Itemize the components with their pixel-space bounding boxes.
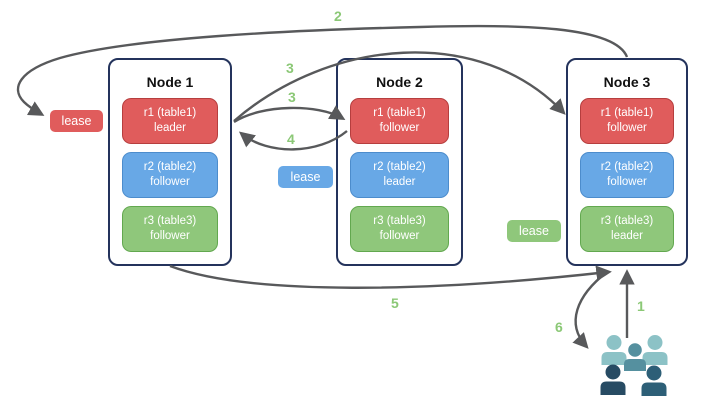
node-2-replica-r1: r1 (table1) follower bbox=[350, 98, 449, 144]
replica-name: r1 (table1) bbox=[373, 107, 426, 120]
arrow-step-5 bbox=[169, 264, 612, 289]
replica-role: follower bbox=[379, 230, 420, 242]
replica-role: leader bbox=[154, 122, 186, 134]
node-3-replica-r2: r2 (table2) follower bbox=[580, 152, 674, 198]
replica-role: leader bbox=[383, 176, 416, 188]
node-1-replica-r1: r1 (table1) leader bbox=[122, 98, 218, 144]
node-1-replica-r2: r2 (table2) follower bbox=[122, 152, 218, 198]
replica-role: follower bbox=[379, 122, 420, 134]
replica-name: r3 (table3) bbox=[373, 215, 426, 228]
replica-name: r3 (table3) bbox=[143, 215, 197, 228]
node-1-title: Node 1 bbox=[146, 74, 194, 90]
replica-name: r2 (table2) bbox=[143, 161, 197, 174]
step-label-6: 6 bbox=[555, 319, 563, 335]
node-3-replica-r1: r1 (table1) follower bbox=[580, 98, 674, 144]
step-label-4: 4 bbox=[287, 131, 295, 147]
replica-name: r1 (table1) bbox=[600, 107, 654, 120]
node-1-replica-r3: r3 (table3) follower bbox=[122, 206, 218, 252]
person-top-right bbox=[642, 335, 668, 365]
step-label-1: 1 bbox=[637, 298, 645, 314]
replica-role: leader bbox=[611, 230, 643, 242]
step-label-2: 2 bbox=[334, 8, 342, 24]
node-1: Node 1 r1 (table1) leader r2 (table2) fo… bbox=[108, 58, 232, 266]
node-2-title: Node 2 bbox=[376, 74, 423, 90]
lease-label-r3: lease bbox=[507, 220, 561, 242]
arrow-step-3-to-node2 bbox=[233, 105, 346, 124]
replica-role: follower bbox=[607, 122, 647, 134]
people-group-icon bbox=[600, 335, 668, 396]
step-label-3-upper: 3 bbox=[286, 60, 294, 76]
lease-label-r1: lease bbox=[50, 110, 103, 132]
replica-name: r1 (table1) bbox=[143, 107, 197, 120]
step-label-5: 5 bbox=[391, 295, 399, 311]
node-2-replica-r3: r3 (table3) follower bbox=[350, 206, 449, 252]
node-2: Node 2 r1 (table1) follower r2 (table2) … bbox=[336, 58, 463, 266]
node-2-replica-r2: r2 (table2) leader bbox=[350, 152, 449, 198]
step-label-3-lower: 3 bbox=[288, 89, 296, 105]
replica-name: r2 (table2) bbox=[600, 161, 654, 174]
replica-name: r2 (table2) bbox=[373, 161, 426, 174]
node-3-title: Node 3 bbox=[603, 74, 651, 90]
person-top-left bbox=[601, 335, 627, 365]
node-3-replica-r3: r3 (table3) leader bbox=[580, 206, 674, 252]
replica-name: r3 (table3) bbox=[600, 215, 654, 228]
person-bottom-right bbox=[641, 365, 667, 396]
person-middle bbox=[624, 343, 646, 371]
replica-role: follower bbox=[607, 176, 647, 188]
replica-role: follower bbox=[150, 176, 190, 188]
person-bottom-left bbox=[600, 364, 626, 395]
lease-label-r2: lease bbox=[278, 166, 333, 188]
node-3: Node 3 r1 (table1) follower r2 (table2) … bbox=[566, 58, 688, 266]
replica-role: follower bbox=[150, 230, 190, 242]
